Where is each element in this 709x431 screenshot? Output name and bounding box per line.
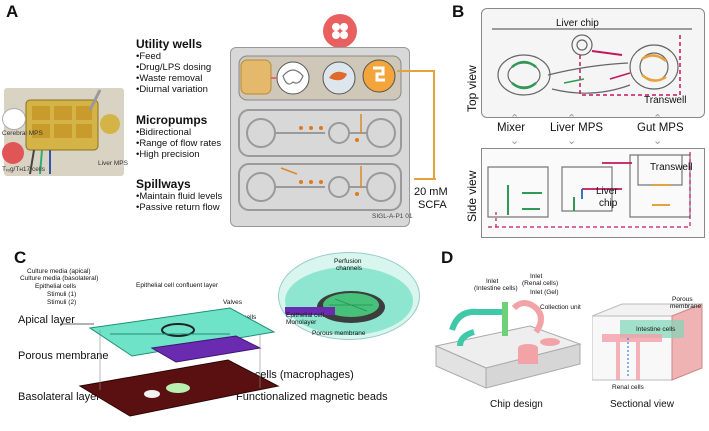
chip-design-caption: Chip design — [490, 399, 543, 410]
label-treg: Tᵣₑg/Tʜ17 cells — [2, 166, 45, 173]
mixer-chevron-down-icon: ⌄ — [510, 135, 520, 147]
mixer-label: Mixer — [497, 122, 526, 134]
gut-chevron-icon: ⌃ — [653, 113, 663, 125]
liver-chip-top-label: Liver chip — [556, 18, 599, 29]
device-photo-illustration — [25, 89, 102, 175]
section-title: Utility wells — [136, 37, 203, 51]
brain-icon — [2, 108, 26, 130]
sectional-view-caption: Sectional view — [610, 399, 674, 410]
callout-epithelial: Epithelial cells — [35, 283, 77, 290]
section-item: •Bidirectional — [136, 127, 192, 138]
sectional-view-drawing — [591, 303, 703, 381]
top-view-label: Top view — [465, 65, 479, 112]
inlet-renal-label-1: Inlet — [530, 273, 543, 280]
inlet-intestine-label-2: (Intestine cells) — [474, 285, 518, 292]
platform-channels — [238, 55, 402, 211]
section-item: •Diurnal variation — [136, 84, 208, 95]
section-utility-wells: Utility wells •Feed •Drug/LPS dosing •Wa… — [136, 37, 240, 96]
side-view-label: Side view — [465, 170, 479, 222]
section-item: •Range of flow rates — [136, 138, 222, 149]
section-title: Spillways — [136, 177, 191, 191]
perfusion-label-2: channels — [336, 265, 363, 272]
side-view-channels — [487, 151, 691, 228]
chip-design-drawing — [434, 300, 582, 389]
liver-chevron-icon: ⌃ — [567, 113, 577, 125]
gut-icon — [100, 114, 120, 134]
liver-chevron-down-icon: ⌄ — [567, 135, 577, 147]
section-item: •High precision — [136, 149, 200, 160]
gut-mps-label: Gut MPS — [637, 122, 684, 134]
callout-culture-basolateral: Culture media (basolateral) — [20, 275, 99, 282]
section-spillways: Spillways •Maintain fluid levels •Passiv… — [136, 177, 240, 214]
inlet-gel-label: Inlet (Gel) — [530, 289, 559, 296]
label-liver: Liver MPS — [98, 160, 128, 167]
transwell-top-label: Transwell — [644, 95, 687, 106]
label-cerebral: Cerebral MPS — [2, 130, 43, 137]
perfusion-label-1: Perfusion — [334, 258, 362, 265]
callout-culture-apical: Culture media (apical) — [27, 268, 91, 275]
panel-b-letter: B — [452, 2, 465, 21]
transwell-side-label: Transwell — [650, 162, 693, 173]
gut-chevron-down-icon: ⌄ — [653, 135, 663, 147]
panel-c-letter: C — [14, 248, 27, 267]
porous-membrane-d-label-1: Porous — [672, 296, 693, 303]
tcell-icon — [2, 142, 24, 164]
plate-id: SIGL-A-P1 01 — [372, 213, 413, 220]
zoom-inset-illustration — [285, 267, 413, 335]
section-item: •Waste removal — [136, 73, 203, 84]
chip-design-illustration — [430, 268, 582, 390]
scfa-line-top — [397, 70, 435, 72]
scfa-line-vertical — [433, 70, 435, 180]
section-item: •Passive return flow — [136, 202, 220, 213]
epithelial-monolayer-label-2: Monolayer — [286, 319, 317, 326]
porous-membrane-small-label: Porous membrane — [312, 330, 366, 337]
sectional-view-illustration — [591, 300, 704, 382]
tcell-cluster-icon — [323, 14, 357, 48]
valves-label: Valves — [223, 299, 243, 306]
callout-stimuli-2: Stimuli (2) — [47, 299, 77, 306]
scfa-line-bottom — [414, 178, 436, 180]
magnetic-beads-label: Functionalized magnetic beads — [236, 391, 388, 403]
liver-mps-label: Liver MPS — [550, 122, 604, 134]
top-view-drawing — [481, 8, 705, 118]
epithelial-confluent-label: Epithelial cell confluent layer — [136, 282, 219, 289]
apical-layer-label: Apical layer — [18, 314, 75, 326]
side-view-drawing — [481, 148, 705, 238]
porous-membrane-label: Porous membrane — [18, 350, 109, 362]
tcell-cluster-glyph — [332, 23, 348, 39]
top-view-channels — [492, 28, 692, 96]
panel-a-letter: A — [6, 2, 19, 21]
scfa-label: SCFA — [418, 199, 447, 211]
epithelial-monolayer-label-1: Epithelial cell — [286, 312, 324, 319]
section-micropumps: Micropumps •Bidirectional •Range of flow… — [136, 113, 240, 161]
section-item: •Maintain fluid levels — [136, 191, 223, 202]
porous-membrane-d-label-2: membrane — [670, 303, 702, 310]
basolateral-layer-label: Basolateral layer — [18, 391, 100, 403]
callout-stimuli-1: Stimuli (1) — [47, 291, 77, 298]
section-item: •Drug/LPS dosing — [136, 62, 212, 73]
panel-d-letter: D — [441, 248, 454, 267]
inlet-intestine-label-1: Inlet — [486, 278, 499, 285]
intestine-cells-label: Intestine cells — [636, 326, 676, 333]
inlet-renal-label-2: (Renal cells) — [522, 280, 559, 287]
mixer-chevron-icon: ⌃ — [510, 113, 520, 125]
renal-cells-label: Renal cells — [612, 384, 644, 391]
scfa-concentration: 20 mM — [414, 186, 448, 198]
zoom-inset — [278, 252, 420, 340]
section-item: •Feed — [136, 51, 161, 62]
liver-chip-side-label-2: chip — [599, 198, 618, 209]
section-title: Micropumps — [136, 113, 208, 127]
exploded-chip-illustration — [60, 307, 280, 417]
platform-plate — [230, 47, 410, 227]
collection-unit-label: Collection unit — [540, 304, 581, 311]
liver-chip-side-label-1: Liver — [596, 186, 618, 197]
